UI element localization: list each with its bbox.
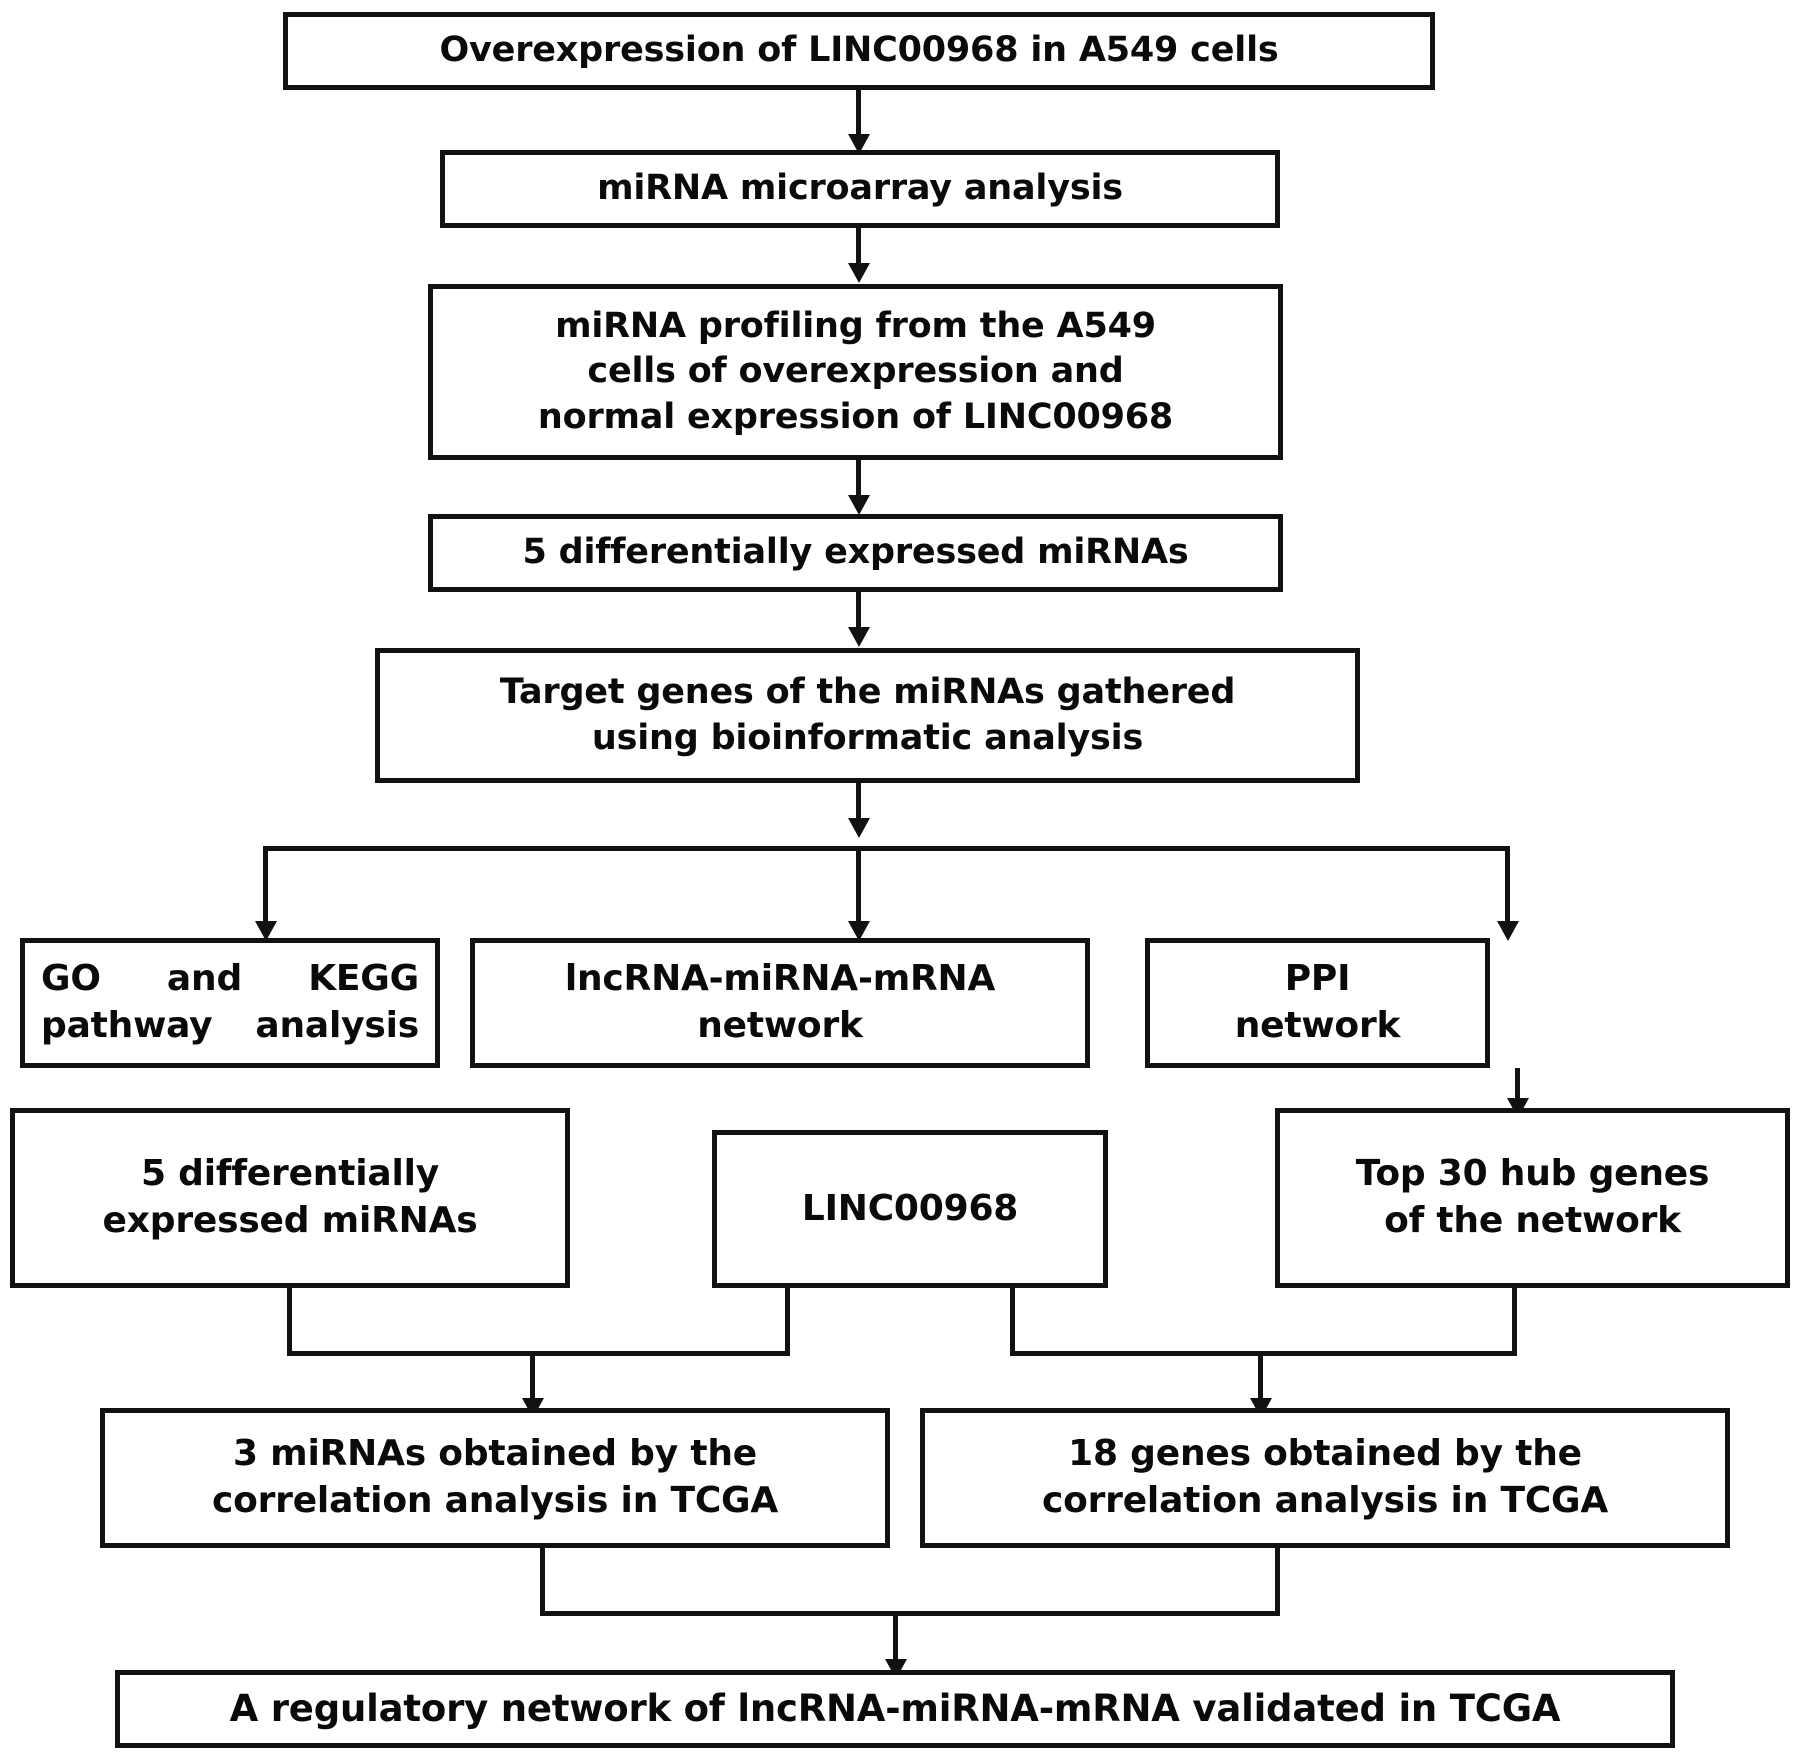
node-target-genes-bioinformatic[interactable]: Target genes of the miRNAs gathered usin… — [375, 648, 1360, 783]
edge-n5-split-stem-arrowhead — [848, 818, 870, 838]
node-go-kegg-pathway-analysis[interactable]: GO and KEGG pathway analysis — [20, 938, 440, 1068]
edge-n4-n5-line — [856, 592, 861, 634]
node-label: Overexpression of LINC00968 in A549 cell… — [439, 30, 1279, 71]
edge-n5-n8-line — [1505, 846, 1510, 936]
node-label: LINC00968 — [801, 1187, 1019, 1229]
edge-n5-split-stem — [856, 783, 861, 828]
edge-n1-n2-arrowhead — [848, 134, 870, 154]
edge-n9-drop — [287, 1288, 292, 1356]
edge-n2-n3-line — [856, 228, 861, 270]
edge-left-merge-bus — [287, 1351, 790, 1356]
node-label: 5 differentially expressed miRNAs — [522, 532, 1189, 573]
node-linc00968[interactable]: LINC00968 — [712, 1130, 1108, 1288]
node-ppi-network[interactable]: PPI network — [1145, 938, 1490, 1068]
node-label: PPI network — [1234, 958, 1401, 1046]
edge-n3-n4-arrowhead — [848, 495, 870, 515]
edge-split-bus — [263, 846, 1510, 851]
edge-n2-n3-arrowhead — [848, 263, 870, 283]
node-5-differentially-expressed-mirnas[interactable]: 5 differentially expressed miRNAs — [428, 514, 1283, 592]
node-label: A regulatory network of lncRNA-miRNA-mRN… — [229, 1686, 1561, 1730]
edge-n3-n4-line — [856, 460, 861, 502]
edge-n5-n7-line — [856, 846, 861, 936]
edge-n10-right-drop — [1010, 1288, 1015, 1356]
node-18-genes-tcga-correlation[interactable]: 18 genes obtained by the correlation ana… — [920, 1408, 1730, 1548]
node-label: 5 differentially expressed miRNAs — [102, 1153, 478, 1241]
node-5-differentially-expressed-mirnas-2[interactable]: 5 differentially expressed miRNAs — [10, 1108, 570, 1288]
edge-n5-n6-arrowhead — [255, 921, 277, 941]
edge-n5-n7-arrowhead — [848, 921, 870, 941]
edge-n5-n8-arrowhead — [1497, 921, 1519, 941]
node-mirna-profiling[interactable]: miRNA profiling from the A549 cells of o… — [428, 284, 1283, 460]
edge-n8-n11-line — [1515, 1068, 1520, 1113]
edge-n13-final-drop — [1275, 1548, 1280, 1616]
node-label: Target genes of the miRNAs gathered usin… — [499, 672, 1236, 758]
edge-n1-n2-line — [856, 90, 861, 138]
edge-right-merge-bus — [1010, 1351, 1517, 1356]
node-label: 3 miRNAs obtained by the correlation ana… — [211, 1433, 779, 1521]
node-regulatory-network-validated-tcga[interactable]: A regulatory network of lncRNA-miRNA-mRN… — [115, 1670, 1675, 1748]
edge-n13-stem — [1258, 1351, 1263, 1411]
edge-n4-n5-arrowhead — [848, 627, 870, 647]
node-label: 18 genes obtained by the correlation ana… — [1041, 1433, 1609, 1521]
node-label: miRNA profiling from the A549 cells of o… — [537, 305, 1174, 437]
edge-n14-stem — [893, 1611, 898, 1673]
edge-n12-stem — [530, 1351, 535, 1411]
node-overexpression-linc00968[interactable]: Overexpression of LINC00968 in A549 cell… — [283, 12, 1435, 90]
node-label: miRNA microarray analysis — [597, 168, 1123, 209]
node-label: lncRNA-miRNA-mRNA network — [564, 958, 996, 1046]
edge-n11-drop — [1512, 1288, 1517, 1356]
edge-final-merge-bus — [540, 1611, 1280, 1616]
node-label: Top 30 hub genes of the network — [1355, 1153, 1710, 1241]
node-label: GO and KEGG pathway analysis — [41, 958, 419, 1046]
node-lncrna-mirna-mrna-network[interactable]: lncRNA-miRNA-mRNA network — [470, 938, 1090, 1068]
node-mirna-microarray-analysis[interactable]: miRNA microarray analysis — [440, 150, 1280, 228]
edge-n12-final-drop — [540, 1548, 545, 1616]
edge-n5-n6-line — [263, 846, 268, 936]
edge-n10-left-drop — [785, 1288, 790, 1356]
node-top-30-hub-genes[interactable]: Top 30 hub genes of the network — [1275, 1108, 1790, 1288]
node-3-mirnas-tcga-correlation[interactable]: 3 miRNAs obtained by the correlation ana… — [100, 1408, 890, 1548]
